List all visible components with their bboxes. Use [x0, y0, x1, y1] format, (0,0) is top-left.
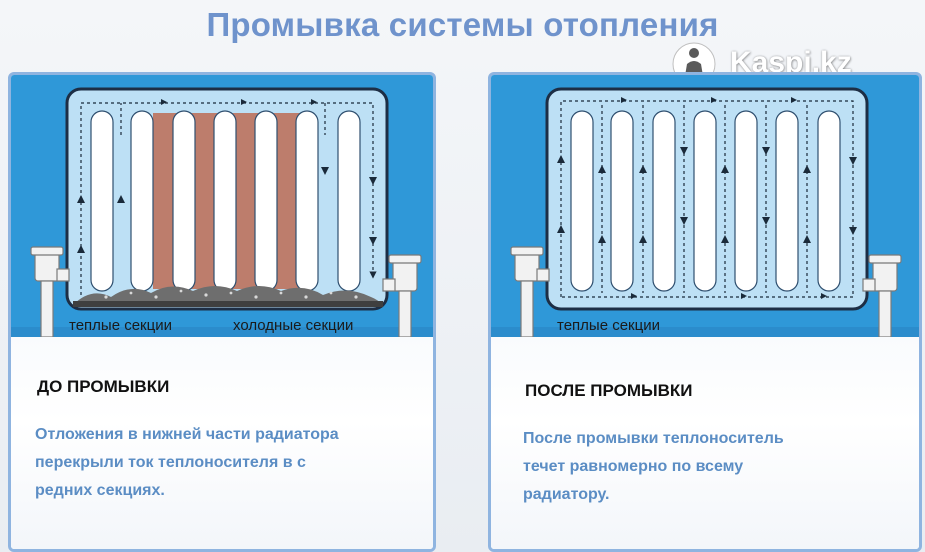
description-line: редних секциях.	[35, 482, 165, 499]
heading-before: ДО ПРОМЫВКИ	[37, 377, 170, 396]
panel-after: теплые секции ПОСЛЕ ПРОМЫВКИ После промы…	[488, 72, 922, 552]
description-line: течет равномерно по всему	[523, 458, 744, 475]
description-after: После промывки теплоноситель течет равно…	[523, 425, 784, 509]
description-line: радиатору.	[523, 486, 610, 503]
panel-before: теплые секции холодные секции ДО ПРОМЫВК…	[8, 72, 436, 552]
left-valve	[510, 246, 550, 337]
right-valve	[382, 254, 422, 337]
caption-after: ПОСЛЕ ПРОМЫВКИ После промывки теплоносит…	[491, 337, 919, 549]
flow-arrows	[560, 100, 854, 298]
flow-arrow-heads	[77, 99, 377, 253]
radiator-fins	[570, 110, 841, 292]
label-cold-sections: холодные секции	[233, 317, 354, 334]
label-warm-sections: теплые секции	[557, 317, 660, 334]
sediment-deposits	[73, 286, 383, 307]
heading-after: ПОСЛЕ ПРОМЫВКИ	[525, 381, 693, 400]
sediment-texture	[104, 289, 358, 299]
radiator-before-diagram	[11, 75, 433, 337]
page-title: Промывка системы отопления	[206, 6, 719, 43]
left-valve	[30, 246, 70, 337]
description-line: Отложения в нижней части радиатора	[35, 426, 339, 443]
label-warm-sections: теплые секции	[69, 317, 172, 334]
flow-arrow-heads	[557, 97, 857, 299]
description-line: После промывки теплоноситель	[523, 430, 784, 447]
right-valve	[862, 254, 902, 337]
caption-before: ДО ПРОМЫВКИ Отложения в нижней части рад…	[11, 337, 433, 549]
description-line: перекрыли ток теплоносителя в с	[35, 454, 306, 471]
radiator-fins	[90, 110, 361, 292]
radiator-after-diagram	[491, 75, 919, 337]
description-before: Отложения в нижней части радиатора перек…	[35, 421, 339, 505]
